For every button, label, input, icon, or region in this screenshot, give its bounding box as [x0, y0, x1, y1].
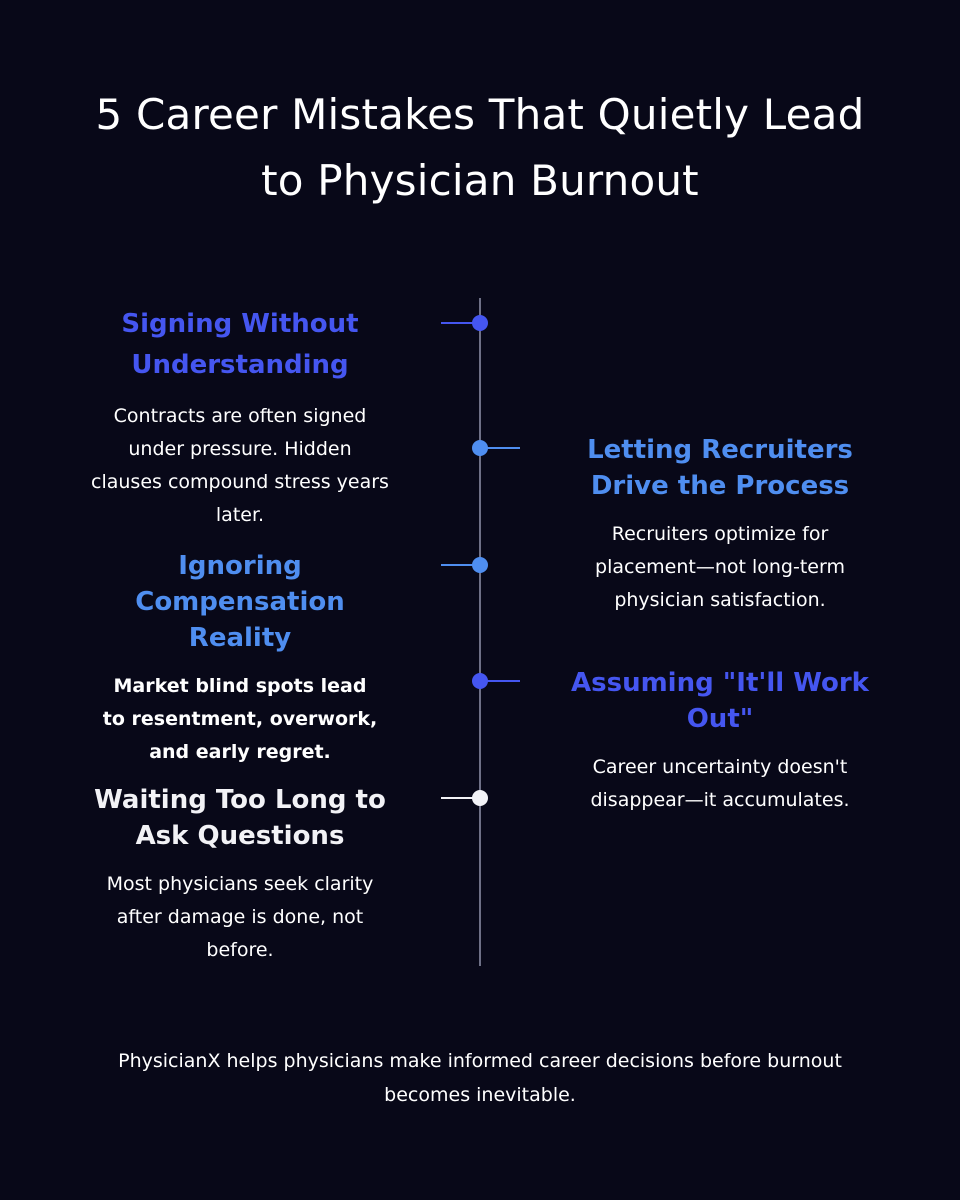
- mistake-2: Letting Recruiters Drive the Process Rec…: [540, 432, 900, 617]
- mistake-5-heading: Waiting Too Long to Ask Questions: [94, 785, 386, 851]
- mistake-3: Ignoring Compensation Reality Market bli…: [60, 548, 420, 769]
- mistake-2-heading: Letting Recruiters Drive the Process: [587, 435, 853, 501]
- mistake-1-body: Contracts are often signed under pressur…: [91, 405, 389, 526]
- timeline-tick-5: [441, 797, 481, 799]
- mistake-1-heading: Signing Without Understanding: [121, 309, 359, 380]
- timeline-node-1: [472, 315, 488, 331]
- timeline-tick-1: [441, 322, 481, 324]
- mistake-5: Waiting Too Long to Ask Questions Most p…: [60, 782, 420, 967]
- timeline-tick-4: [480, 680, 520, 682]
- timeline-node-2: [472, 440, 488, 456]
- timeline-node-4: [472, 673, 488, 689]
- mistake-5-body: Most physicians seek clarity after damag…: [106, 873, 374, 961]
- footer-text: PhysicianX helps physicians make informe…: [118, 1050, 842, 1106]
- mistake-2-body: Recruiters optimize for placement—not lo…: [595, 523, 845, 611]
- page-title: 5 Career Mistakes That Quietly Lead to P…: [95, 90, 865, 205]
- mistake-3-heading: Ignoring Compensation Reality: [135, 551, 345, 653]
- mistake-4: Assuming "It'll Work Out" Career uncerta…: [540, 665, 900, 817]
- timeline-tick-3: [441, 564, 481, 566]
- mistake-4-heading: Assuming "It'll Work Out": [571, 668, 869, 734]
- timeline-line: [479, 298, 481, 966]
- timeline-tick-2: [480, 447, 520, 449]
- timeline-node-5: [472, 790, 488, 806]
- mistake-3-body: Market blind spots lead to resentment, o…: [102, 675, 378, 763]
- mistake-4-body: Career uncertainty doesn't disappear—it …: [590, 756, 850, 811]
- mistake-1: Signing Without Understanding Contracts …: [60, 304, 420, 532]
- timeline-node-3: [472, 557, 488, 573]
